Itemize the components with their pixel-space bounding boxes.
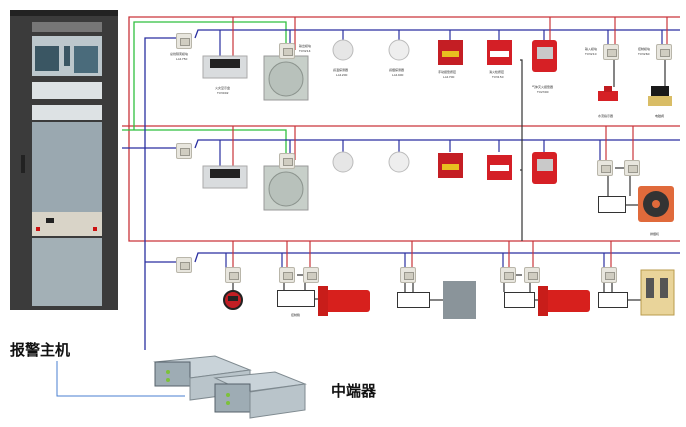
repeater-devices <box>153 355 307 419</box>
control-module-row3-b <box>400 267 416 283</box>
input-module-label: 输入模块 <box>585 47 598 51</box>
repeater-label: 中端器 <box>331 382 377 400</box>
multi-line-module-row2 <box>624 160 640 176</box>
manual-call-point-label: 手动报警按钮 <box>438 70 457 74</box>
power-bus <box>122 16 680 242</box>
broadcast-bus <box>122 21 287 160</box>
control-box-row3-a <box>277 290 315 307</box>
floor-display-model: TX3002 <box>217 91 229 95</box>
floor-display-label: 火灾显示盘 <box>215 86 231 90</box>
solenoid-valve-label: 电磁阀 <box>655 114 665 118</box>
heat-detector-label: 感温探测器 <box>333 68 349 72</box>
control-module-label: 控制模块 <box>638 47 651 51</box>
heat-detector-model: LA1200 <box>336 73 348 77</box>
control-module-row1 <box>656 44 672 60</box>
isolator-module-row1 <box>176 33 192 49</box>
isolator-module-row3 <box>176 257 192 273</box>
isolator-module-row2 <box>176 143 192 159</box>
control-module-row3-a <box>279 267 295 283</box>
manual-call-point-model: LA1700 <box>443 75 455 79</box>
control-module-row2 <box>597 160 613 176</box>
host-to-repeater-link <box>56 361 185 397</box>
exhaust-fan-label: 排烟机 <box>650 232 660 236</box>
row2-devices <box>202 151 674 222</box>
input-module-row3 <box>225 267 241 283</box>
control-box-row2 <box>598 196 626 213</box>
drops <box>219 17 668 301</box>
control-module-row3-c <box>500 267 516 283</box>
hydrant-button-label: 消火栓按钮 <box>489 70 505 74</box>
isolator-label: 总线隔离模块 <box>170 52 189 56</box>
alarm-host-label: 报警主机 <box>10 341 71 359</box>
input-module-row1 <box>603 44 619 60</box>
multi-line-module-row3-c <box>524 267 540 283</box>
input-module-model: TX3210 <box>585 52 597 56</box>
control-box-label: 控制箱 <box>291 313 301 317</box>
broadcast-module-row2 <box>279 153 295 169</box>
control-module-model: TX3260 <box>638 52 650 56</box>
multi-line-module-row3-a <box>303 267 319 283</box>
flow-switch-label: 水流指示器 <box>598 114 614 118</box>
broadcast-module-label: 输出模块 <box>299 44 312 48</box>
row1-devices <box>202 39 672 106</box>
row3-devices <box>223 269 675 319</box>
isolator-model: LA1750 <box>176 57 188 61</box>
control-box-row3-c <box>504 292 535 308</box>
smoke-detector-label: 感烟探测器 <box>389 68 405 72</box>
control-box-row3-d <box>598 292 628 308</box>
control-box-row3-b <box>397 292 430 308</box>
gas-panel-model: TX2300 <box>537 90 549 94</box>
smoke-detector-model: LA1400 <box>392 73 404 77</box>
hydrant-button-model: TX3150 <box>492 75 504 79</box>
broadcast-module-model: TX3214 <box>299 49 311 53</box>
broadcast-module-row1 <box>279 43 295 59</box>
gas-panel-label: 气体灭火报警器 <box>532 85 554 89</box>
control-module-row3-d <box>601 267 617 283</box>
signal-bus <box>122 29 680 350</box>
alarm-host-cabinet <box>10 10 118 310</box>
